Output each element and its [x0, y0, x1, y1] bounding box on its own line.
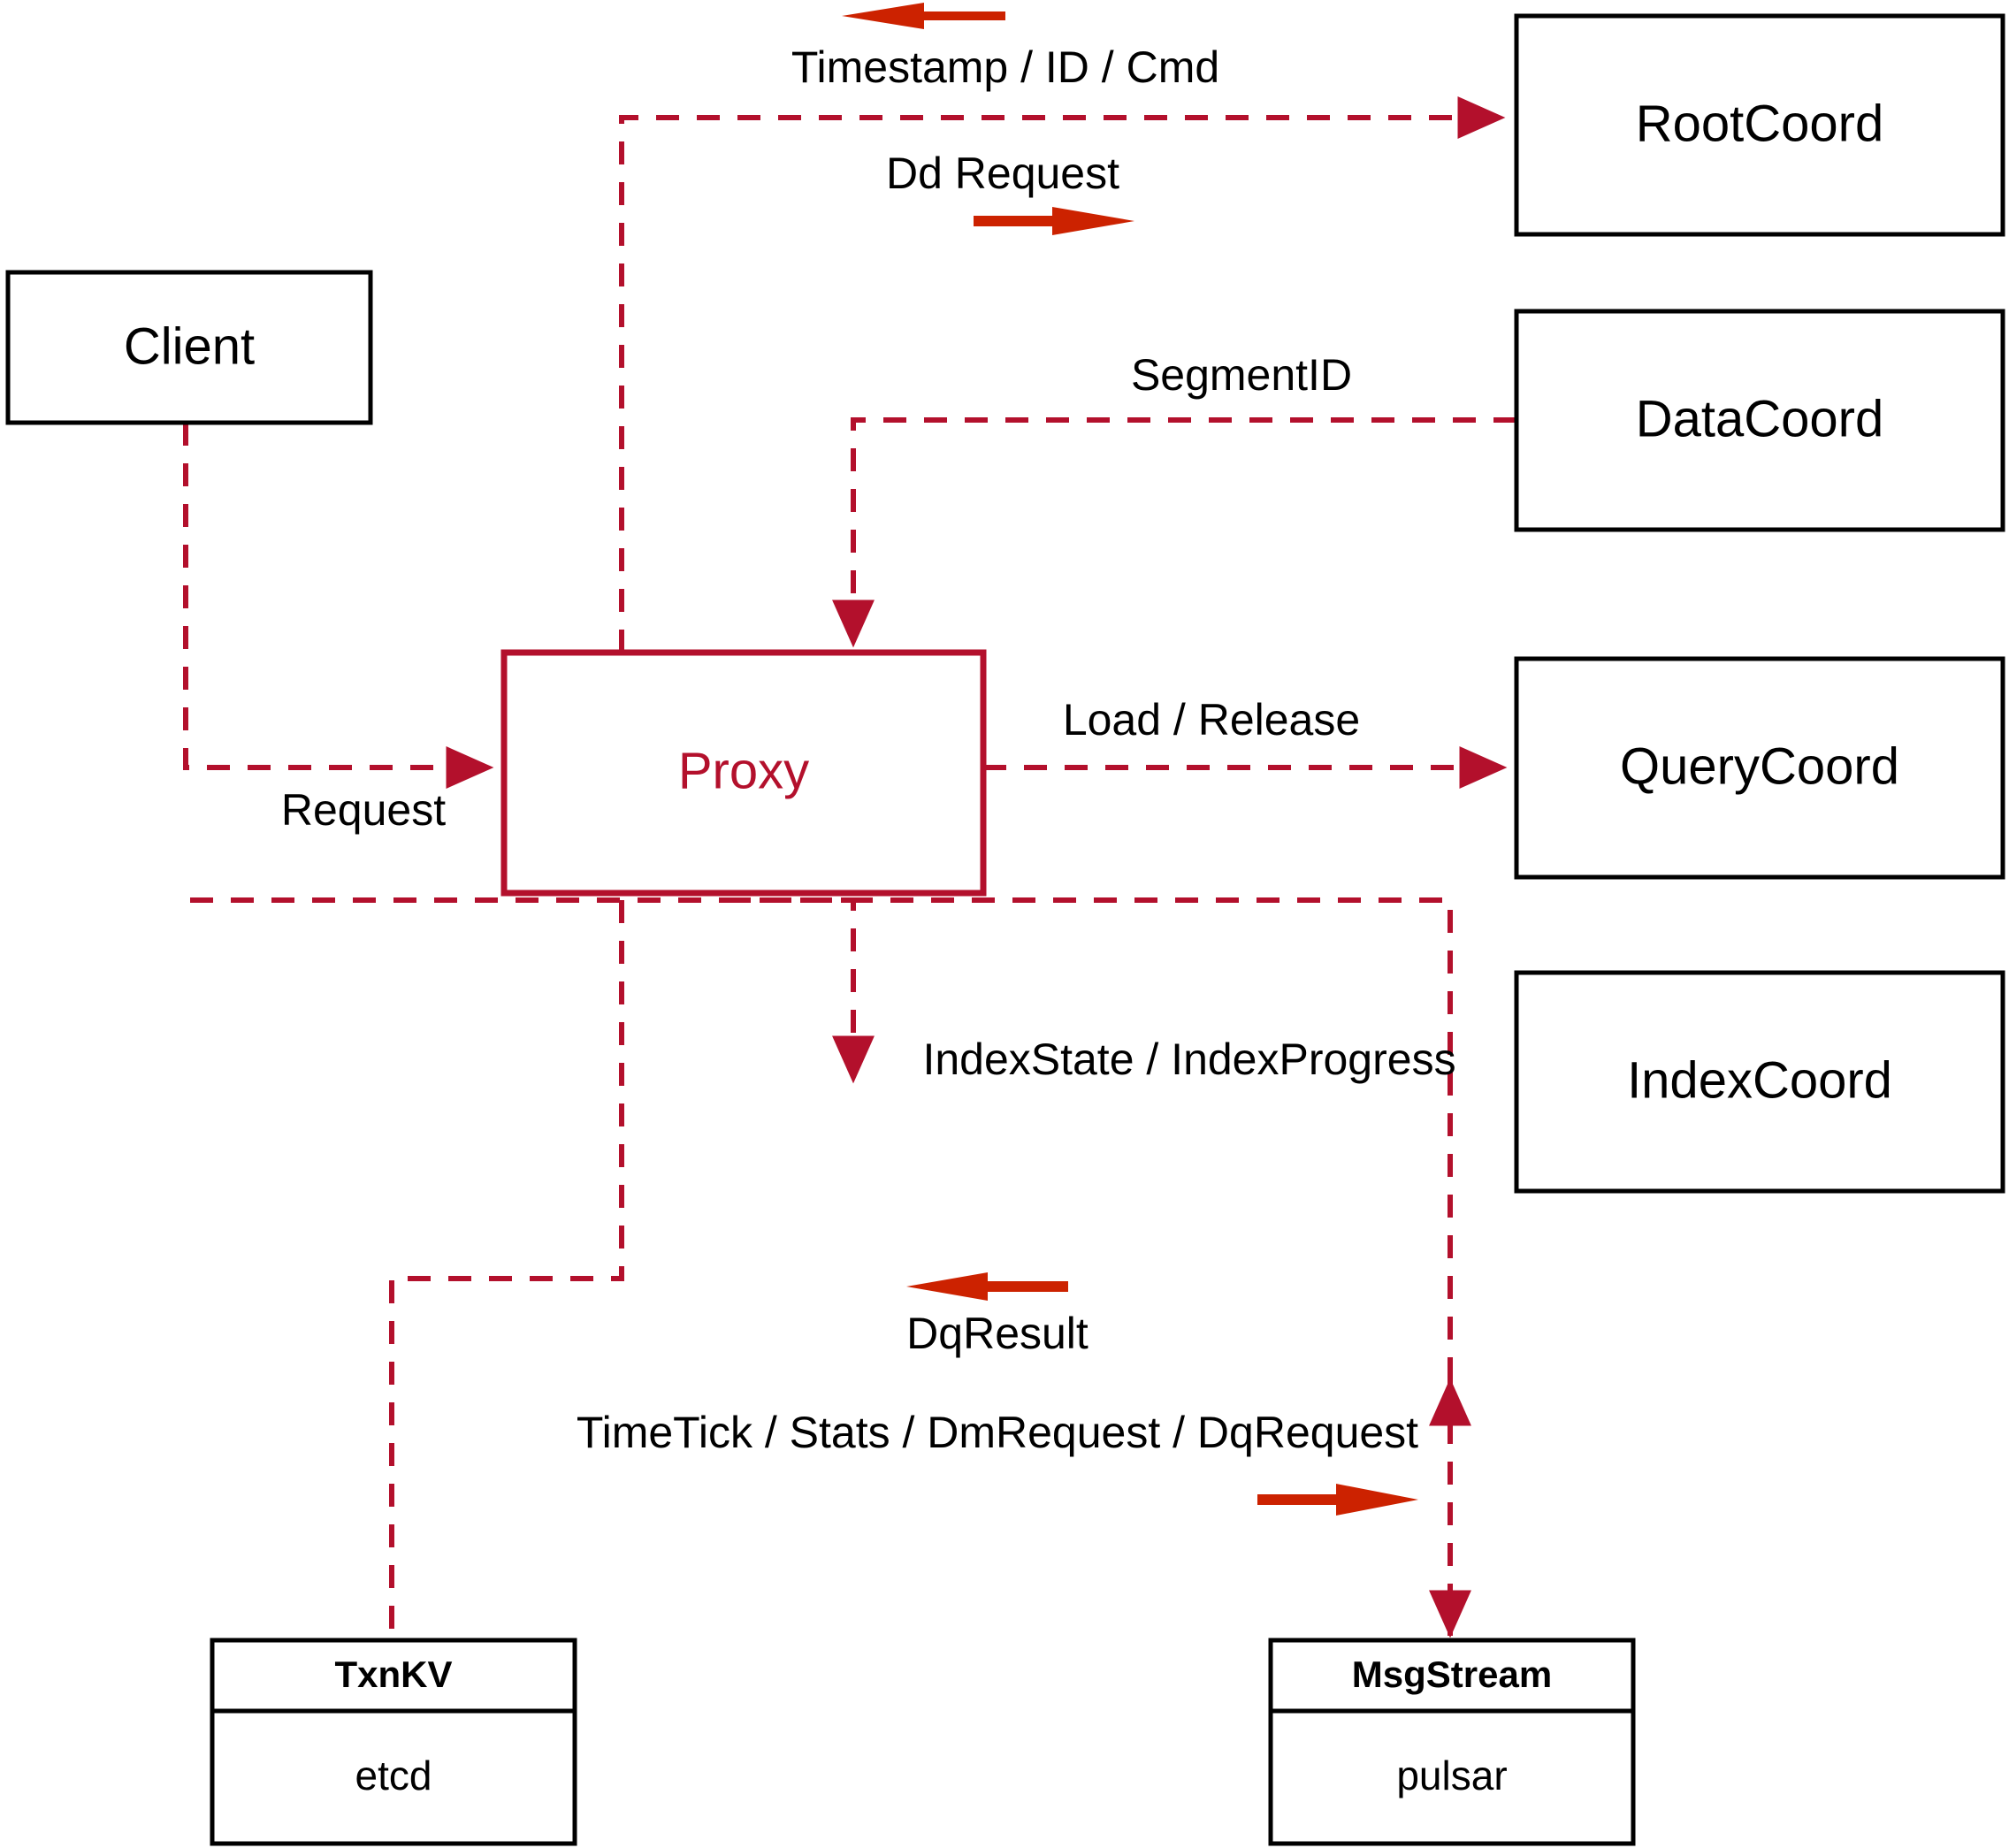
node-txnkv-header: TxnKV: [334, 1653, 452, 1695]
node-client[interactable]: Client: [5, 270, 373, 425]
node-msgstream-header: MsgStream: [1352, 1653, 1552, 1695]
edge-dd-request: [619, 96, 1506, 653]
edge-label-segment-id: SegmentID: [1131, 350, 1352, 400]
edge-label-dd-request: Dd Request: [886, 149, 1119, 198]
node-querycoord-label: QueryCoord: [1620, 737, 1899, 795]
node-querycoord[interactable]: QueryCoord: [1514, 656, 2005, 880]
node-txnkv[interactable]: TxnKV etcd: [210, 1638, 577, 1846]
node-datacoord[interactable]: DataCoord: [1514, 309, 2005, 532]
flow-arrow-dqresult-left: [906, 1272, 1068, 1301]
node-datacoord-label: DataCoord: [1636, 390, 1883, 447]
edge-label-timetick-stats: TimeTick / Stats / DmRequest / DqRequest: [577, 1408, 1418, 1457]
node-proxy-label: Proxy: [678, 742, 809, 799]
node-msgstream[interactable]: MsgStream pulsar: [1268, 1638, 1636, 1846]
node-proxy[interactable]: Proxy: [500, 649, 987, 897]
edge-segment-id: [832, 417, 1516, 648]
edge-label-load-release: Load / Release: [1063, 695, 1360, 745]
node-msgstream-body: pulsar: [1396, 1753, 1507, 1798]
node-indexcoord-label: IndexCoord: [1627, 1051, 1892, 1109]
flow-arrow-timestamp-left: [842, 3, 1005, 29]
flow-arrow-timetick-right: [1257, 1484, 1418, 1516]
node-rootcoord-label: RootCoord: [1636, 95, 1883, 152]
flow-arrow-dd-request-right: [974, 207, 1134, 235]
edge-index-state: [190, 897, 875, 1084]
edge-label-dq-result: DqResult: [906, 1309, 1089, 1358]
node-indexcoord[interactable]: IndexCoord: [1514, 970, 2005, 1194]
edge-label-timestamp-id-cmd: Timestamp / ID / Cmd: [791, 42, 1219, 92]
edge-txnkv-link: [389, 900, 624, 1640]
edge-request: [183, 423, 494, 789]
node-client-label: Client: [124, 317, 255, 375]
node-txnkv-body: etcd: [355, 1753, 432, 1798]
edge-dq-result: [738, 897, 1471, 1426]
edge-label-request: Request: [281, 785, 446, 835]
edge-label-index-state: IndexState / IndexProgress: [922, 1035, 1455, 1084]
node-rootcoord[interactable]: RootCoord: [1514, 13, 2005, 237]
